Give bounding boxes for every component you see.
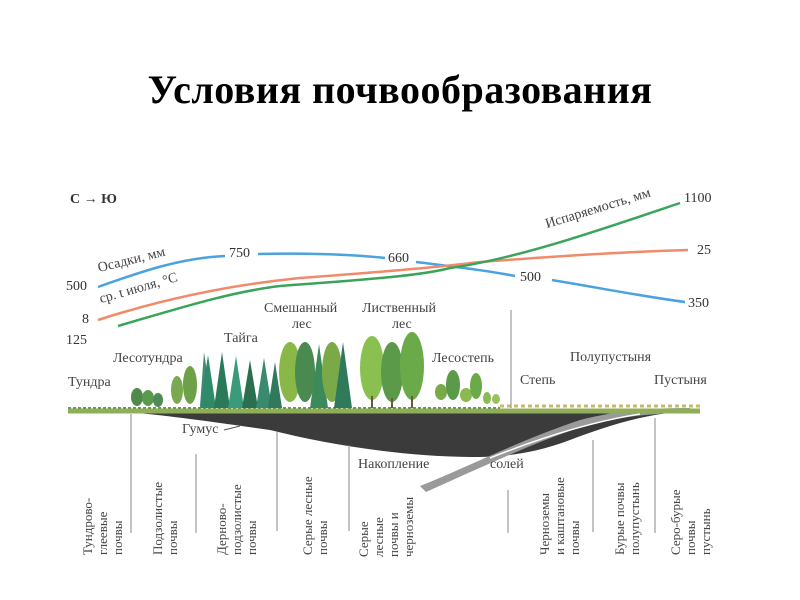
- zone-deciduous-forest-line1: Лиственный: [362, 301, 436, 316]
- humus-layer: [110, 411, 695, 457]
- tree-group-mixed-forest: [279, 342, 352, 408]
- salt-accumulation-label-1: Накопление: [358, 457, 430, 472]
- precipitation-curve: [97, 254, 226, 289]
- precipitation-value-750: 750: [229, 246, 250, 261]
- soil-brown-semidesert: Бурые почвы полупустынь: [612, 482, 642, 555]
- tree-group-taiga: [200, 352, 282, 408]
- zone-forest-tundra: Лесотундра: [113, 351, 183, 366]
- page-title: Условия почвообразования: [147, 67, 653, 112]
- evaporation-value-start: 125: [66, 333, 87, 348]
- july-temp-curve: [97, 248, 689, 322]
- humus-label: Гумус: [182, 422, 219, 437]
- soil-grey-forest: Серые лесные почвы: [300, 476, 330, 555]
- tree-group-deciduous: [360, 332, 424, 408]
- precipitation-value-500: 500: [520, 270, 541, 285]
- evaporation-curve: [117, 201, 681, 328]
- soil-podzolic: Подзолистые почвы: [150, 481, 180, 555]
- precipitation-value-end: 350: [688, 296, 709, 311]
- evaporation-value-end: 1100: [684, 191, 712, 206]
- zone-tundra: Тундра: [68, 375, 111, 390]
- soil-grey-forest-chernozem: Серые лесные почвы и черноземы: [356, 496, 416, 557]
- soil-tundra-gley: Тундрово- глеевые почвы: [80, 497, 125, 555]
- zone-mixed-forest-line2: лес: [292, 317, 312, 332]
- zone-steppe: Степь: [520, 373, 556, 388]
- salt-accumulation-label-2: солей: [490, 457, 524, 472]
- zone-forest-steppe: Лесостепь: [432, 351, 494, 366]
- zone-taiga: Тайга: [224, 331, 258, 346]
- zone-mixed-forest-line1: Смешанный: [264, 301, 338, 316]
- precipitation-value-start: 500: [66, 279, 87, 294]
- zone-semi-desert: Полупустыня: [570, 350, 652, 365]
- tree-group-lesotundra: [131, 366, 197, 407]
- soil-chernozem-chestnut: Черноземы и каштановые почвы: [537, 477, 582, 555]
- july-temp-value-end: 25: [697, 243, 711, 258]
- direction-label: С → Ю: [70, 192, 117, 207]
- july-temp-value-start: 8: [82, 312, 89, 327]
- zone-deciduous-forest-line2: лес: [392, 317, 412, 332]
- soil-grey-brown-desert: Серо-бурые почвы пустынь: [668, 489, 713, 555]
- zone-desert: Пустыня: [654, 373, 707, 388]
- precipitation-value-660: 660: [388, 251, 409, 266]
- tree-group-forest-steppe: [435, 370, 500, 404]
- soil-sod-podzolic: Дерново- подзолистые почвы: [214, 484, 259, 555]
- soil-dividers: [130, 310, 656, 533]
